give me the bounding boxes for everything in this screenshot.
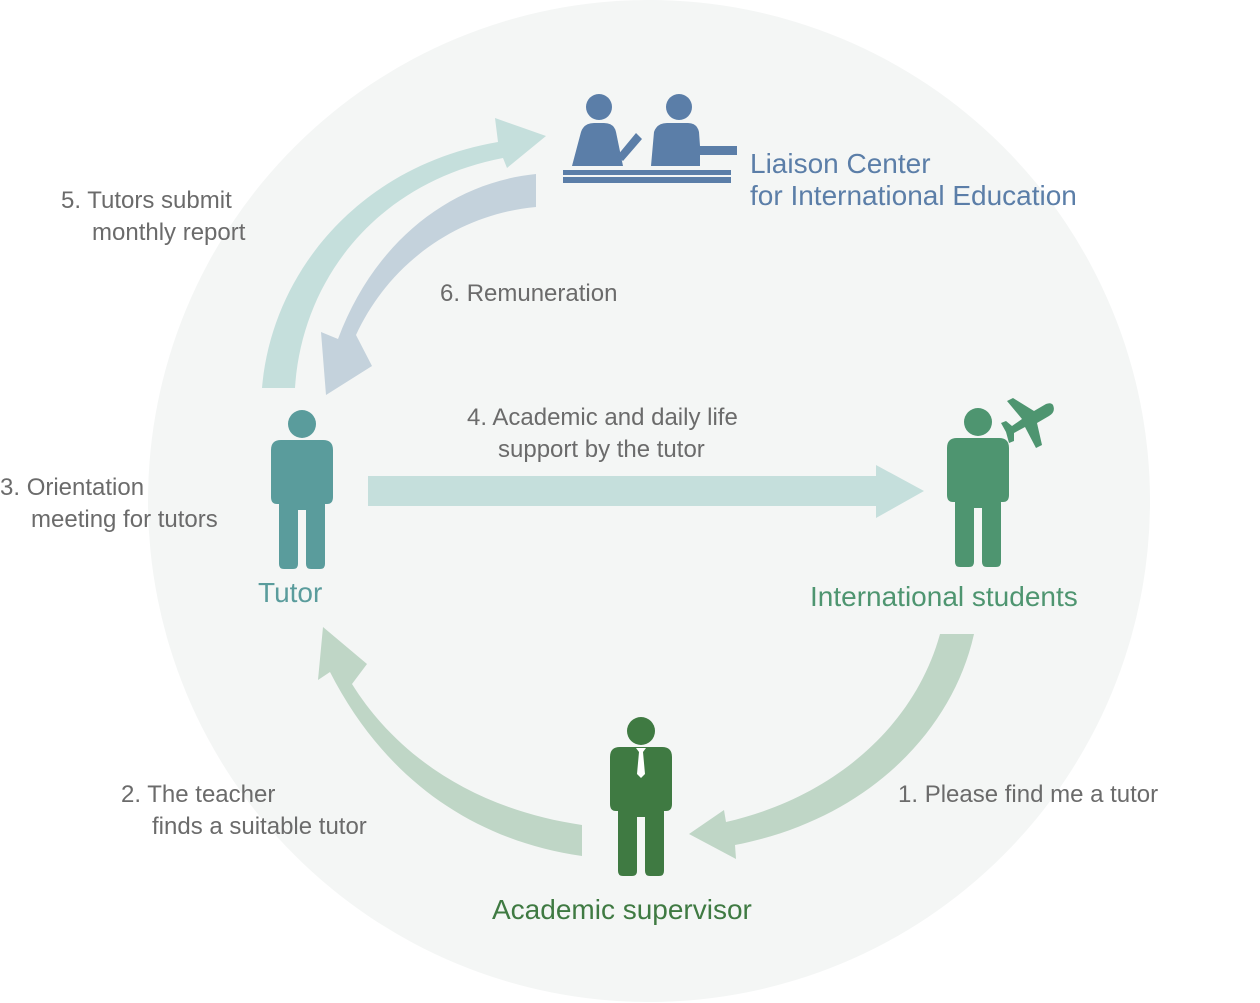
step-text: Please find me a tutor: [924, 781, 1159, 808]
step-3-label: 3. Orientation meeting for tutors: [0, 472, 218, 536]
step-number: 3.: [0, 474, 21, 501]
step-5-label: 5. Tutors submit monthly report: [61, 185, 245, 249]
liaison-center-label: Liaison Center for International Educati…: [750, 148, 1077, 212]
step-number: 5.: [61, 187, 82, 214]
step-number: 4.: [467, 404, 488, 431]
meeting-people-icon: [563, 94, 737, 183]
arrow-students-to-supervisor: [689, 634, 974, 859]
tutor-label: Tutor: [258, 577, 323, 608]
step-2-label: 2. The teacher finds a suitable tutor: [121, 779, 367, 843]
liaison-label-line1: Liaison Center: [750, 148, 931, 179]
step-text-line2: support by the tutor: [498, 436, 705, 463]
liaison-label-line2: for International Education: [750, 180, 1077, 211]
step-text: Orientation: [26, 474, 145, 501]
step-text: Remuneration: [466, 280, 618, 307]
step-text-line2: meeting for tutors: [31, 506, 218, 533]
step-4-label: 4. Academic and daily life support by th…: [467, 402, 738, 466]
person-with-tie-icon: [610, 717, 672, 876]
arrow-supervisor-to-tutor: [318, 627, 582, 856]
step-6-label: 6. Remuneration: [440, 278, 617, 310]
arrow-tutor-to-students: [368, 465, 924, 518]
step-text: Tutors submit: [87, 187, 232, 214]
step-text: Academic and daily life: [492, 404, 738, 431]
step-number: 1.: [898, 781, 919, 808]
step-text: The teacher: [147, 781, 276, 808]
necktie-icon: [636, 748, 646, 778]
step-number: 6.: [440, 280, 461, 307]
person-icon: [271, 410, 333, 569]
step-number: 2.: [121, 781, 142, 808]
academic-supervisor-label: Academic supervisor: [492, 894, 752, 925]
arrow-liaison-to-tutor: [321, 174, 536, 395]
step-text-line2: monthly report: [92, 219, 246, 246]
airplane-icon: [1001, 398, 1054, 448]
step-1-label: 1. Please find me a tutor: [898, 779, 1158, 811]
person-with-airplane-icon: [947, 398, 1054, 567]
step-text-line2: finds a suitable tutor: [152, 813, 367, 840]
international-students-label: International students: [810, 581, 1078, 612]
arrow-tutor-to-liaison: [262, 118, 546, 388]
